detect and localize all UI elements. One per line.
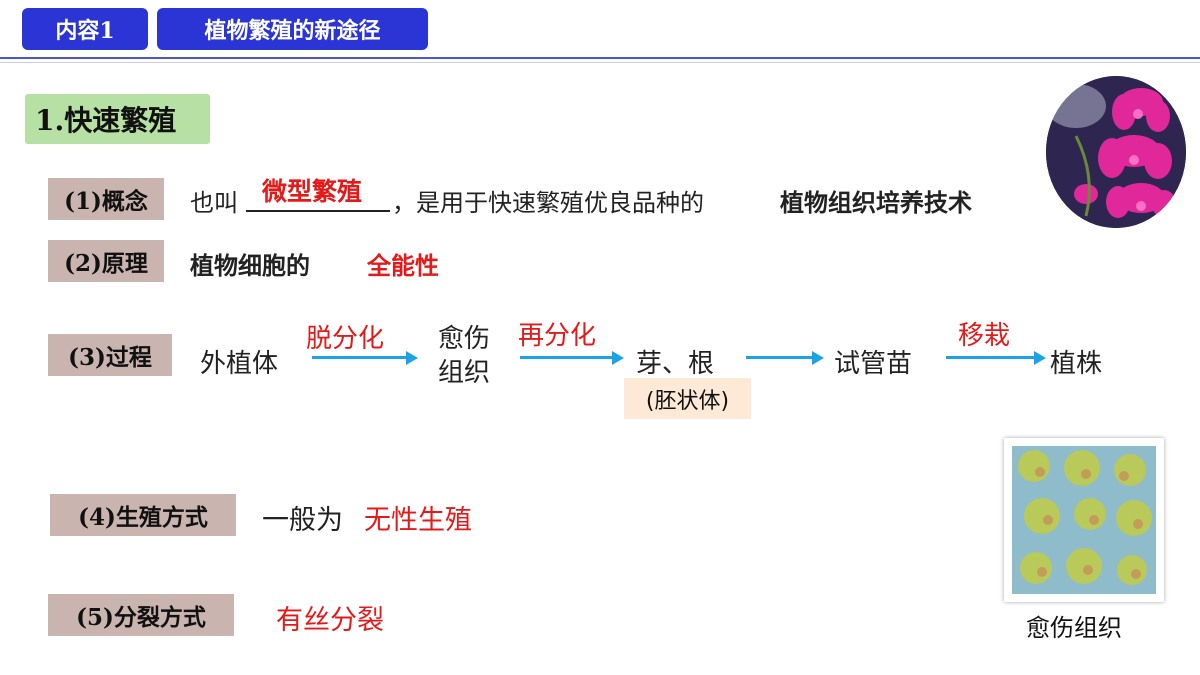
process-label: (3)过程 <box>48 334 172 376</box>
arrow-label-transplant: 移栽 <box>958 321 1011 351</box>
embryoid-note-text: (胚状体) <box>645 388 730 414</box>
arrow-redifferentiation <box>520 356 614 359</box>
principle-label-text: (2)原理 <box>64 250 148 277</box>
arrow-label-redifferentiation: 再分化 <box>518 321 597 351</box>
process-step-bud-root: 芽、根 <box>636 349 715 379</box>
arrow-head-icon <box>1034 351 1046 365</box>
arrow-transplant <box>946 356 1036 359</box>
concept-label: (1)概念 <box>48 178 164 220</box>
concept-mid: ，是用于快速繁殖优良品种的 <box>392 189 704 217</box>
callus-photo-frame <box>1004 438 1164 602</box>
division-answer: 有丝分裂 <box>276 605 384 636</box>
arrow-label-dedifferentiation: 脱分化 <box>306 324 385 354</box>
content-tab-label: 内容1 <box>55 18 115 44</box>
concept-answer: 微型繁殖 <box>262 177 363 206</box>
process-step-plant: 植株 <box>1050 349 1103 379</box>
orchid-flower-icon <box>1046 76 1186 228</box>
process-step-callus: 愈伤组织 <box>438 324 491 388</box>
reproduction-label: (4)生殖方式 <box>50 494 236 536</box>
topic-tab[interactable]: 植物繁殖的新途径 <box>157 8 428 50</box>
content-tab[interactable]: 内容1 <box>22 8 148 50</box>
header-divider-thin <box>0 62 1200 63</box>
process-step-test-tube-plantlet: 试管苗 <box>834 349 913 379</box>
arrow-head-icon <box>406 351 418 365</box>
topic-tab-label: 植物繁殖的新途径 <box>204 18 381 44</box>
header-divider <box>0 57 1200 59</box>
section-title: 1.快速繁殖 <box>25 94 210 144</box>
arrow-to-plantlet <box>746 356 814 359</box>
principle-answer: 全能性 <box>367 251 439 280</box>
arrow-head-icon <box>812 351 824 365</box>
callus-photo <box>1012 446 1156 594</box>
section-title-text: 1.快速繁殖 <box>35 104 177 137</box>
concept-label-text: (1)概念 <box>64 188 148 215</box>
process-label-text: (3)过程 <box>68 344 152 371</box>
division-label: (5)分裂方式 <box>48 594 234 636</box>
principle-prefix: 植物细胞的 <box>190 251 310 280</box>
concept-blank-line <box>246 210 390 212</box>
division-label-text: (5)分裂方式 <box>76 604 206 631</box>
principle-label: (2)原理 <box>48 240 164 282</box>
orchid-photo <box>1046 76 1186 228</box>
callus-caption: 愈伤组织 <box>1026 614 1122 642</box>
process-step-explant: 外植体 <box>200 349 279 379</box>
callus-tissue-icon <box>1012 446 1156 594</box>
concept-prefix: 也叫 <box>190 189 238 217</box>
embryoid-note: (胚状体) <box>624 378 751 419</box>
arrow-head-icon <box>612 351 624 365</box>
reproduction-answer: 无性生殖 <box>364 505 472 536</box>
reproduction-prefix: 一般为 <box>262 505 343 536</box>
arrow-dedifferentiation <box>312 356 408 359</box>
concept-emphasis: 植物组织培养技术 <box>780 188 972 217</box>
reproduction-label-text: (4)生殖方式 <box>78 504 208 531</box>
